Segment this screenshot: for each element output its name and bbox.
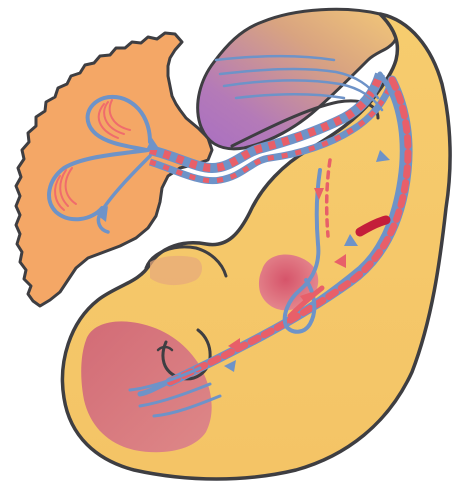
pharyngeal-pouch (150, 256, 202, 285)
